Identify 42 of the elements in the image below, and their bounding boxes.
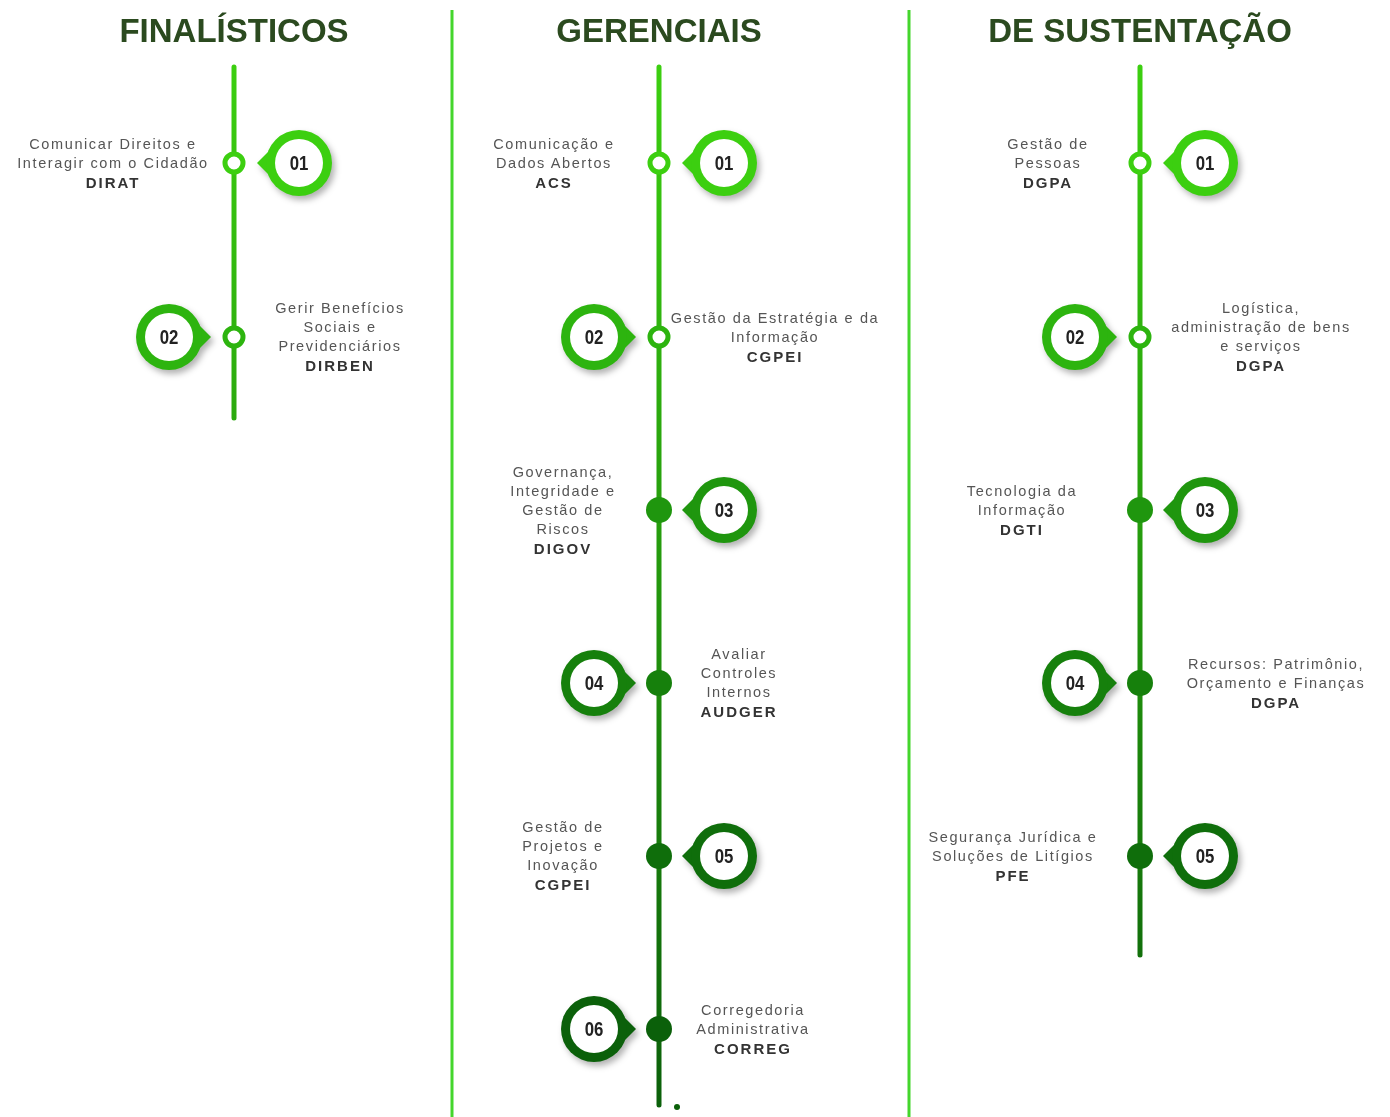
column-heading: FINALÍSTICOS — [119, 12, 349, 50]
unit-acronym: DGPA — [1250, 692, 1302, 712]
item-description: Gestão de Pessoas — [1006, 134, 1090, 173]
item-description: Comunicação e Dados Abertos — [492, 134, 616, 173]
item-description: Avaliar Controles Internos — [699, 645, 779, 702]
step-number: 01 — [289, 151, 309, 175]
step-number: 05 — [714, 844, 734, 868]
item-description: Corregedoria Administrativa — [695, 1000, 811, 1039]
unit-acronym: DIRAT — [85, 172, 141, 192]
step-number: 02 — [1065, 325, 1085, 349]
item-description: Comunicar Direitos e Interagir com o Cidadão — [16, 134, 210, 173]
step-number: 01 — [1195, 151, 1215, 175]
column-heading: GERENCIAIS — [556, 12, 762, 50]
column-heading: DE SUSTENTAÇÃO — [988, 12, 1292, 50]
unit-acronym: DIGOV — [533, 538, 593, 558]
unit-acronym: DGTI — [1000, 519, 1044, 539]
step-number: 06 — [584, 1017, 604, 1041]
step-number: 04 — [1065, 671, 1085, 695]
unit-acronym: CGPEI — [746, 346, 804, 366]
step-number: 01 — [714, 151, 734, 175]
item-description: Segurança Jurídica e Soluções de Litígios — [927, 827, 1099, 866]
step-number: 02 — [159, 325, 179, 349]
item-description: Recursos: Patrimônio, Orçamento e Finanças — [1185, 654, 1367, 693]
unit-acronym: DIRBEN — [305, 356, 375, 375]
unit-acronym: DGPA — [1235, 356, 1287, 375]
step-number: 02 — [584, 325, 604, 349]
unit-acronym: DGPA — [1022, 172, 1074, 192]
unit-acronym: PFE — [995, 865, 1031, 885]
item-description: Logística, administração de bens e serviços — [1170, 299, 1352, 356]
unit-acronym: AUDGER — [700, 702, 778, 721]
item-description: Gestão de Projetos e Inovação — [521, 818, 605, 875]
item-description: Governança, Integridade e Gestão de Riscos — [509, 462, 617, 539]
step-number: 03 — [1195, 498, 1215, 522]
step-number: 03 — [714, 498, 734, 522]
unit-acronym: ACS — [535, 172, 573, 192]
item-description: Tecnologia da Informação — [965, 481, 1079, 520]
unit-acronym: CGPEI — [534, 875, 592, 894]
item-description: Gerir Benefícios Sociais e Previdenciários — [274, 299, 406, 356]
step-number: 05 — [1195, 844, 1215, 868]
step-number: 04 — [584, 671, 604, 695]
unit-acronym: CORREG — [714, 1038, 792, 1058]
item-description: Gestão da Estratégia e da Informação — [669, 308, 881, 347]
